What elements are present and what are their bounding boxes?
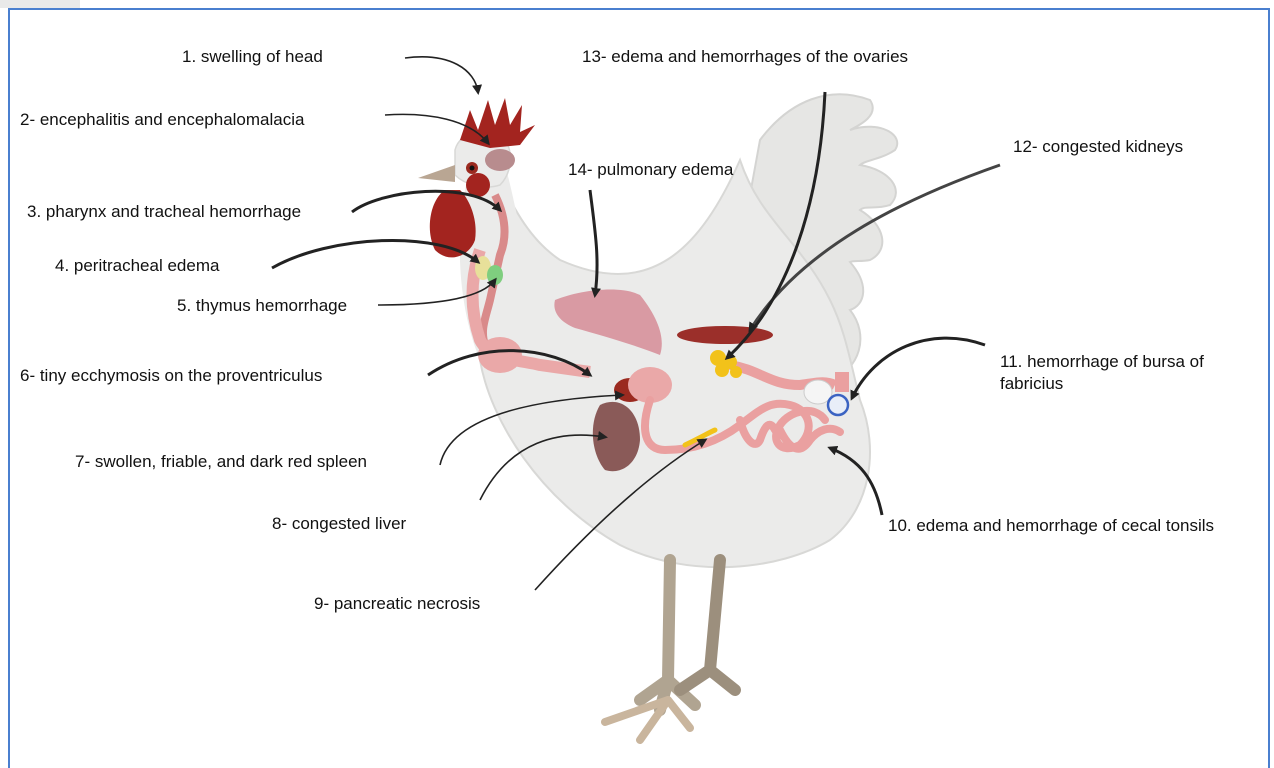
thymus-hemorrhage-spot [487,265,503,285]
vent [835,372,849,392]
label-8: 8- congested liver [272,514,406,534]
label-4: 4. peritracheal edema [55,256,219,276]
label-6: 6- tiny ecchymosis on the proventriculus [20,366,322,386]
label-1: 1. swelling of head [182,47,323,67]
label-5: 5. thymus hemorrhage [177,296,347,316]
label-7: 7- swollen, friable, and dark red spleen [75,452,367,472]
eye-pupil [470,166,475,171]
label-13: 13- edema and hemorrhages of the ovaries [582,47,908,67]
label-11a: 11. hemorrhage of bursa of [1000,352,1204,372]
kidney [677,326,773,344]
brain [485,149,515,171]
crop [478,337,522,373]
label-14: 14- pulmonary edema [568,160,733,180]
label-9: 9- pancreatic necrosis [314,594,480,614]
arrow-11 [852,338,985,398]
beak [418,165,455,182]
label-2: 2- encephalitis and encephalomalacia [20,110,304,130]
label-12: 12- congested kidneys [1013,137,1183,157]
label-3: 3. pharynx and tracheal hemorrhage [27,202,301,222]
bursa-of-fabricius [828,395,848,415]
comb [460,98,535,148]
right-leg [680,560,735,690]
label-10: 10. edema and hemorrhage of cecal tonsil… [888,516,1214,536]
arrow-1 [405,57,478,92]
label-11b: fabricius [1000,374,1063,394]
left-foot [605,700,690,740]
